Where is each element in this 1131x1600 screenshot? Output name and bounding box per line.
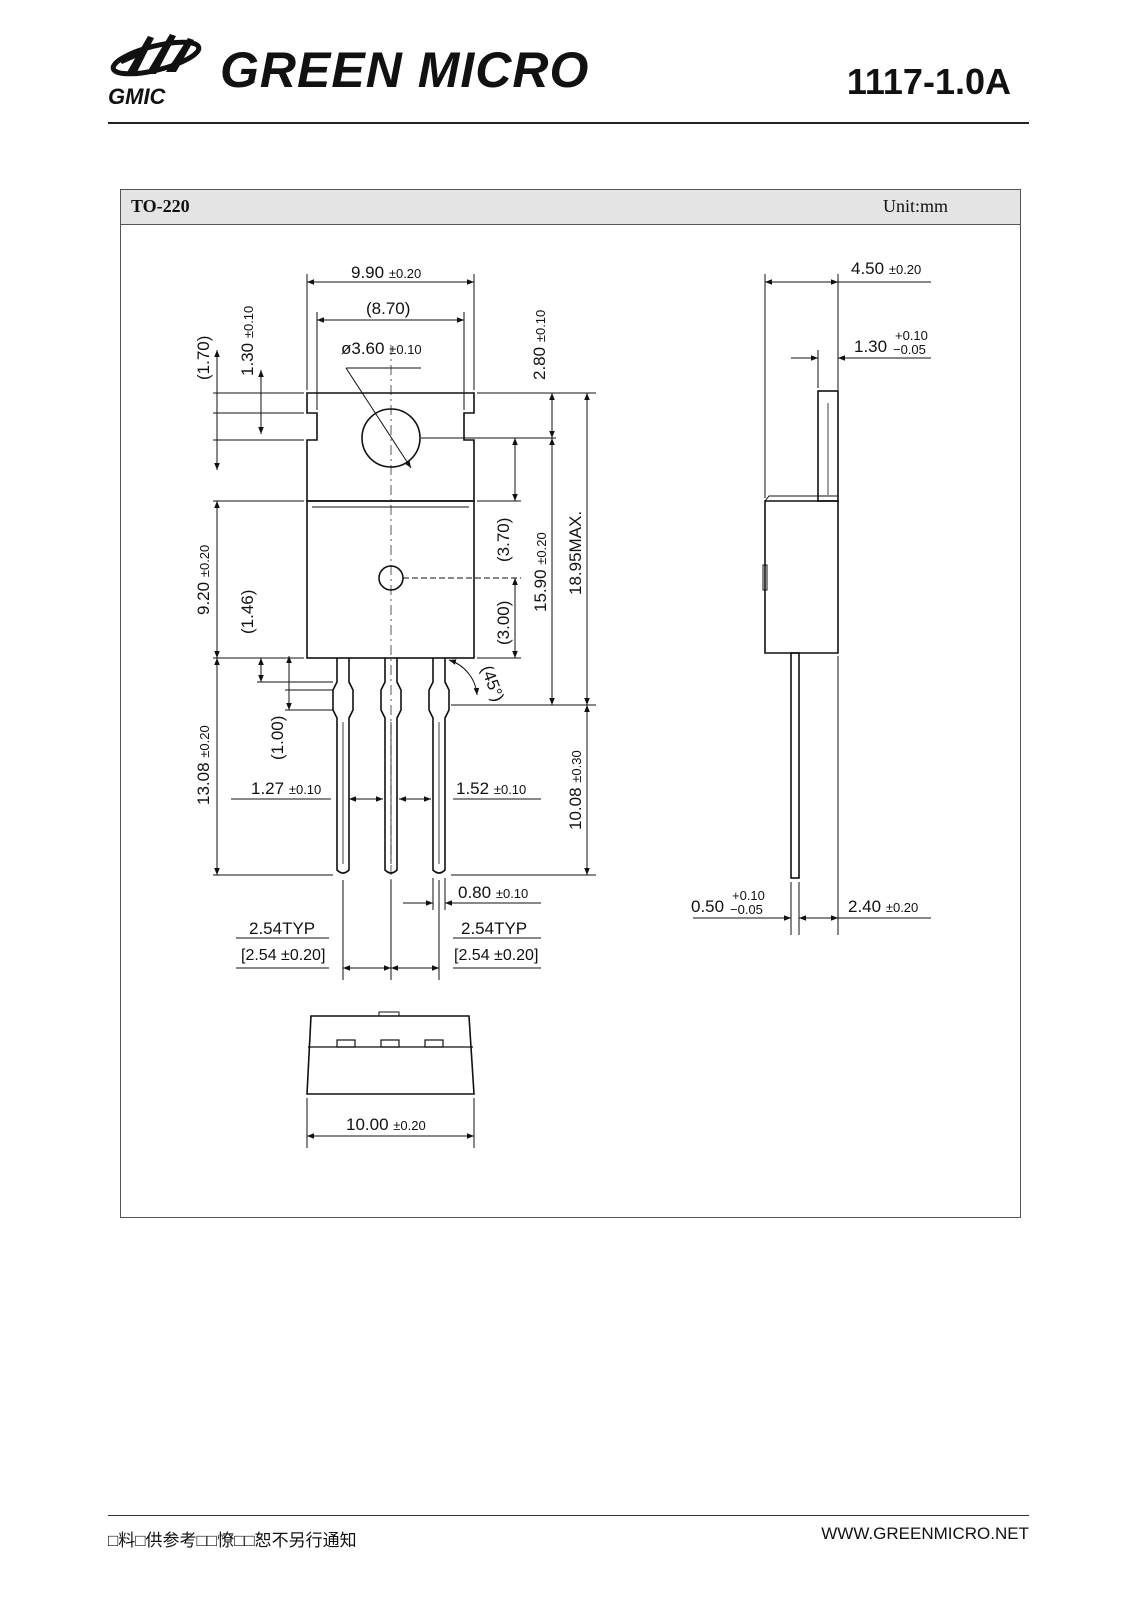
dim-angle: (45°): [477, 663, 508, 704]
dim-lead-step: (1.00): [268, 716, 287, 760]
page-header: GMIC GREEN MICRO 1117-1.0A: [0, 0, 1131, 130]
bottom-view: [306, 1011, 475, 1095]
side-body: [764, 500, 839, 654]
dim-hole-offset: 2.80 ±0.10: [530, 310, 549, 380]
side-lead: [790, 652, 800, 879]
dim-pitch-right-tol: [2.54 ±0.20]: [454, 947, 538, 964]
package-title-bar: TO-220 Unit:mm: [121, 190, 1020, 225]
dim-lead-width: 0.80 ±0.10: [458, 883, 528, 902]
lead-2: [380, 658, 402, 874]
package-outline-panel: TO-220 Unit:mm: [120, 189, 1021, 1218]
package-name: TO-220: [131, 196, 190, 216]
dim-overall-height: 15.90 ±0.20: [531, 532, 550, 612]
dim-tab-thickness-tol-minus: −0.05: [893, 342, 926, 357]
dim-hole-to-center: (3.70): [494, 518, 513, 562]
dim-hole-dia: ø3.60 ±0.10: [341, 339, 422, 358]
dim-tab-width: (8.70): [366, 299, 410, 318]
dim-tab-top-ref: (1.70): [194, 336, 213, 380]
gmic-logo-icon: GMIC: [108, 34, 202, 108]
dim-pitch-left: 2.54TYP: [249, 919, 315, 938]
front-view: [306, 345, 475, 970]
part-number: 1117-1.0A: [846, 61, 1011, 102]
dim-notch: 1.30 ±0.10: [238, 306, 257, 376]
dim-pitch-left-tol: [2.54 ±0.20]: [241, 947, 325, 964]
dim-lead-length: 13.08 ±0.20: [194, 725, 213, 805]
dim-lead-shoulder: (1.46): [238, 590, 257, 634]
logo-text: GMIC: [108, 84, 167, 108]
dim-body-width: 9.90 ±0.20: [351, 263, 421, 282]
dim-lead-thickness-tol-plus: +0.10: [732, 888, 765, 903]
dim-lead-offset: 2.40 ±0.20: [848, 897, 918, 916]
dim-max-height: 18.95MAX.: [566, 511, 585, 595]
plastic-body: [306, 500, 475, 659]
dim-lead-width-upper: 1.27 ±0.10: [251, 779, 321, 798]
dim-pitch-right: 2.54TYP: [461, 919, 527, 938]
package-unit: Unit:mm: [882, 196, 948, 216]
dim-lead-length-2: 10.08 ±0.30: [566, 750, 585, 830]
dim-lead-thickness-tol-minus: −0.05: [730, 902, 763, 917]
header-divider: [108, 122, 1029, 124]
brand-name: GREEN MICRO: [220, 42, 590, 98]
footer-divider: [108, 1515, 1029, 1516]
to220-mechanical-drawing: 9.90 ±0.20 (8.70) ø3.60 ±0.10 (1.70) 1.3…: [194, 259, 931, 1148]
lead-1: [332, 658, 354, 874]
lead-3: [428, 658, 450, 874]
dim-side-thickness: 4.50 ±0.20: [851, 259, 921, 278]
footer-website[interactable]: WWW.GREENMICRO.NET: [821, 1524, 1029, 1543]
dim-center-to-bottom: (3.00): [494, 601, 513, 645]
dim-body-height: 9.20 ±0.20: [194, 545, 213, 615]
dim-lead-thickness: 0.50: [691, 897, 724, 916]
dim-tab-thickness-tol-plus: +0.10: [895, 328, 928, 343]
side-view: [762, 390, 839, 879]
footer-notice: □料□供参考□□憭□□恕不另行通知: [108, 1531, 357, 1550]
dim-tab-thickness: 1.30: [854, 337, 887, 356]
dim-lead-width-shoulder: 1.52 ±0.10: [456, 779, 526, 798]
dim-bottom-width: 10.00 ±0.20: [346, 1115, 426, 1134]
